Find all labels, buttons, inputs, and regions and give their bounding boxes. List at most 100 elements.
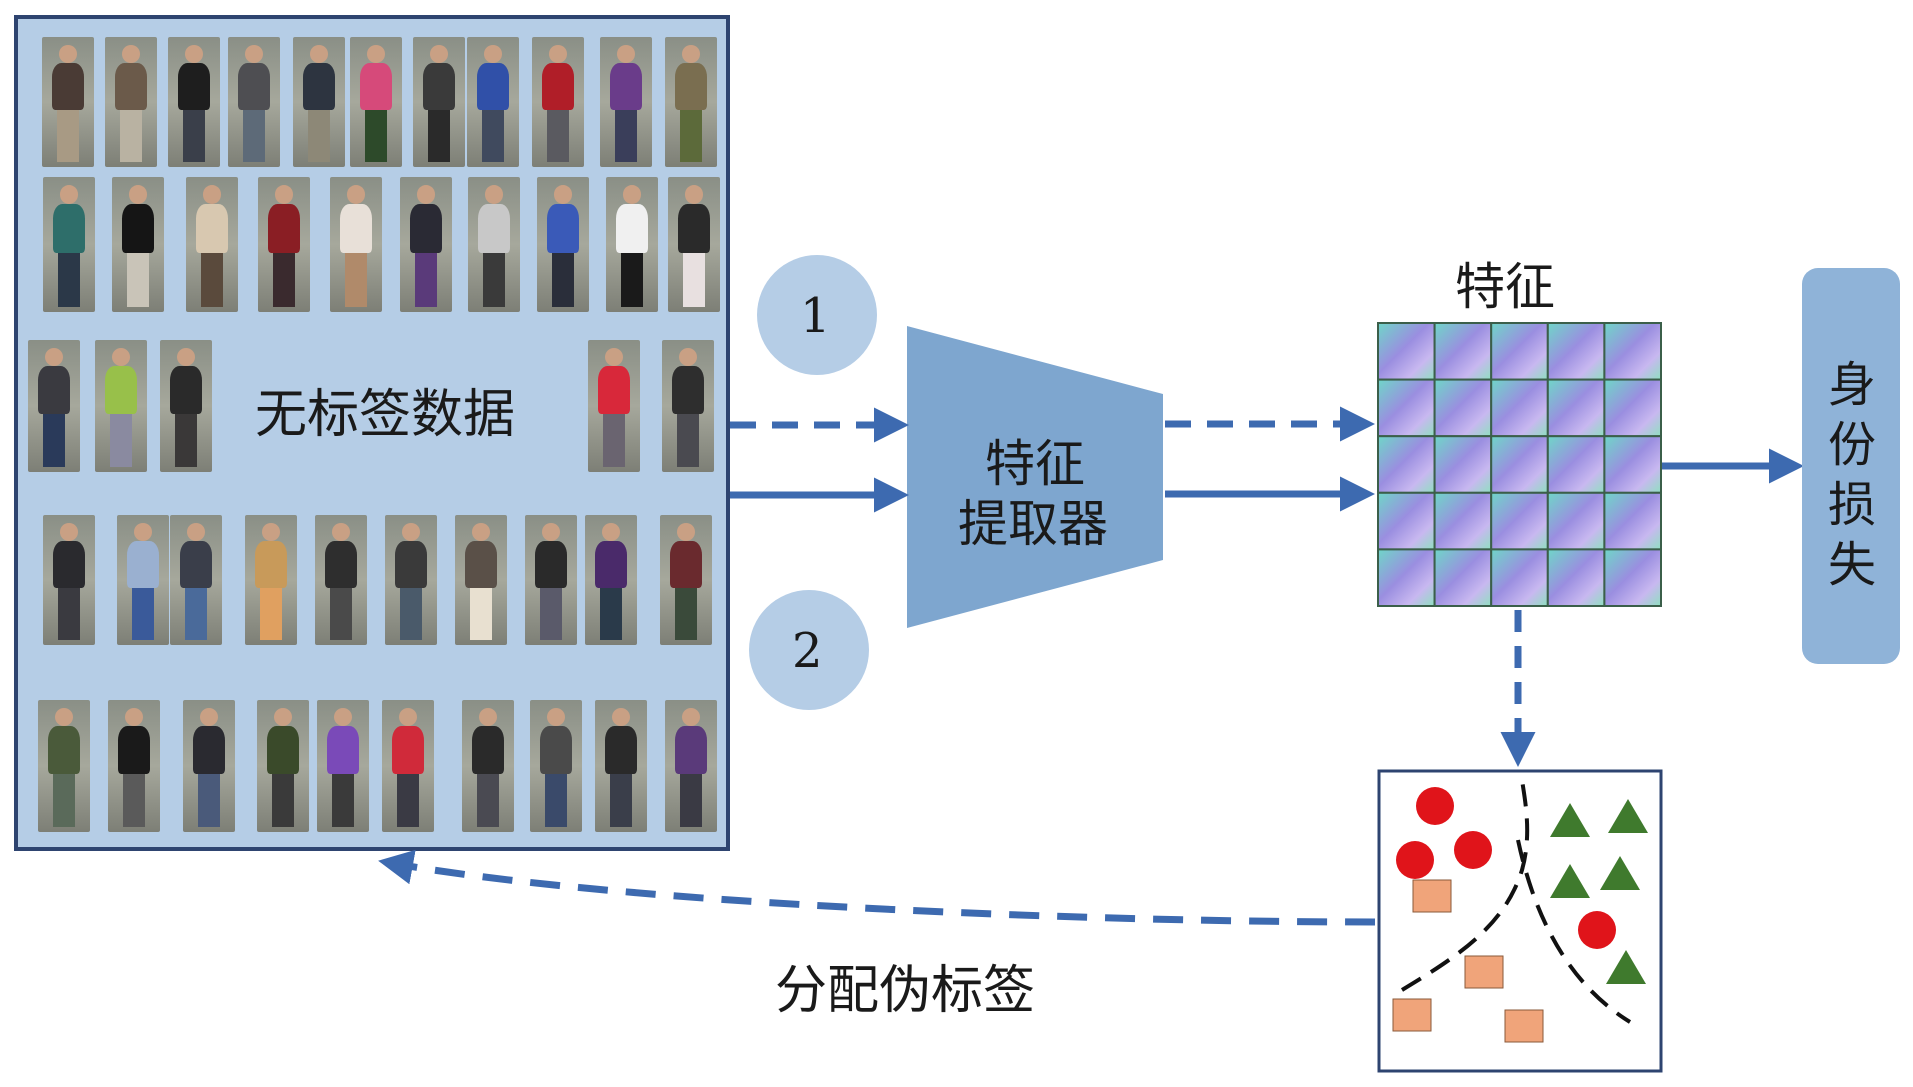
person-thumbnail <box>525 515 577 645</box>
orange-square-point <box>1412 879 1452 913</box>
person-thumbnail <box>668 177 720 312</box>
feature-cell <box>1546 322 1606 381</box>
person-thumbnail <box>530 700 582 832</box>
cluster-marks <box>1392 779 1648 1043</box>
identity-loss-label: 身份损失 <box>1828 357 1877 593</box>
red-circle-point <box>1578 911 1616 949</box>
feature-cell <box>1546 548 1606 608</box>
features-label: 特征 <box>1455 258 1555 316</box>
orange-square-point <box>1504 1009 1544 1043</box>
feature-cell <box>1377 548 1436 608</box>
feature-cell <box>1490 491 1549 551</box>
person-thumbnail <box>43 515 95 645</box>
green-triangle-point <box>1550 803 1590 837</box>
person-thumbnail <box>400 177 452 312</box>
person-thumbnail <box>28 340 80 472</box>
feature-cell <box>1490 378 1549 438</box>
person-thumbnail <box>258 177 310 312</box>
person-thumbnail <box>468 177 520 312</box>
feature-cell <box>1490 322 1549 381</box>
person-thumbnail <box>330 177 382 312</box>
orange-square-point <box>1392 998 1432 1032</box>
person-thumbnail <box>42 37 94 167</box>
cluster-boundary <box>1400 779 1530 992</box>
person-thumbnail <box>245 515 297 645</box>
person-thumbnail <box>105 37 157 167</box>
person-thumbnail <box>665 37 717 167</box>
feature-cell <box>1433 491 1493 551</box>
person-thumbnail <box>293 37 345 167</box>
orange-square-point <box>1464 955 1504 989</box>
person-thumbnail <box>257 700 309 832</box>
green-triangle-point <box>1608 799 1648 833</box>
feature-cell <box>1433 548 1493 608</box>
feature-cell <box>1433 378 1493 438</box>
person-thumbnail <box>350 37 402 167</box>
pseudo-label-feedback-arrow <box>378 849 1376 926</box>
cluster-boundary <box>1516 839 1632 1024</box>
person-thumbnail <box>595 700 647 832</box>
feature-cell <box>1603 378 1663 438</box>
person-thumbnail <box>183 700 235 832</box>
feature-cell <box>1603 435 1663 494</box>
green-triangle-point <box>1550 864 1590 898</box>
person-thumbnail <box>585 515 637 645</box>
feature-cell <box>1490 435 1549 494</box>
assign-pseudo-labels-label: 分配伪标签 <box>775 961 1036 1021</box>
green-triangle-point <box>1606 950 1646 984</box>
feature-extractor-label-line2: 提取器 <box>958 495 1108 553</box>
person-thumbnail <box>532 37 584 167</box>
feature-cell <box>1377 491 1436 551</box>
feature-extractor-label-line1: 特征 <box>985 435 1085 493</box>
person-thumbnail <box>108 700 160 832</box>
person-thumbnail <box>537 177 589 312</box>
feature-cell <box>1603 491 1663 551</box>
feature-extractor-block <box>907 326 1163 628</box>
person-thumbnail <box>186 177 238 312</box>
person-thumbnail <box>43 177 95 312</box>
person-thumbnail <box>170 515 222 645</box>
feature-cell <box>1546 491 1606 551</box>
person-thumbnail <box>112 177 164 312</box>
green-triangle-point <box>1600 856 1640 890</box>
feature-cell <box>1377 322 1436 381</box>
feature-cell <box>1546 378 1606 438</box>
person-thumbnail <box>665 700 717 832</box>
person-thumbnail <box>606 177 658 312</box>
red-circle-point <box>1454 831 1492 869</box>
feature-cell <box>1433 322 1493 381</box>
person-thumbnail <box>228 37 280 167</box>
feature-cell <box>1603 322 1663 381</box>
person-thumbnail <box>382 700 434 832</box>
feature-grid <box>1377 322 1663 608</box>
person-thumbnail <box>385 515 437 645</box>
person-thumbnail <box>660 515 712 645</box>
person-thumbnail <box>315 515 367 645</box>
step-1-circle <box>757 255 877 375</box>
step-2-circle <box>749 590 869 710</box>
person-thumbnail <box>588 340 640 472</box>
person-thumbnail <box>462 700 514 832</box>
person-thumbnail <box>413 37 465 167</box>
step-1-label: 1 <box>800 288 831 344</box>
person-thumbnail <box>160 340 212 472</box>
person-thumbnail <box>455 515 507 645</box>
step-2-label: 2 <box>792 623 823 679</box>
feature-cell <box>1603 548 1663 608</box>
person-thumbnail <box>600 37 652 167</box>
person-thumbnail <box>117 515 169 645</box>
red-circle-point <box>1416 787 1454 825</box>
person-thumbnail <box>317 700 369 832</box>
feature-cell <box>1377 378 1436 438</box>
person-thumbnail <box>38 700 90 832</box>
person-thumbnail <box>95 340 147 472</box>
feature-cell <box>1377 435 1436 494</box>
person-thumbnail <box>467 37 519 167</box>
feature-cell <box>1490 548 1549 608</box>
feature-cell <box>1433 435 1493 494</box>
identity-loss-box <box>1802 268 1900 664</box>
person-thumbnail <box>662 340 714 472</box>
feature-cell <box>1546 435 1606 494</box>
red-circle-point <box>1396 841 1434 879</box>
unlabeled-data-label: 无标签数据 <box>255 385 516 445</box>
